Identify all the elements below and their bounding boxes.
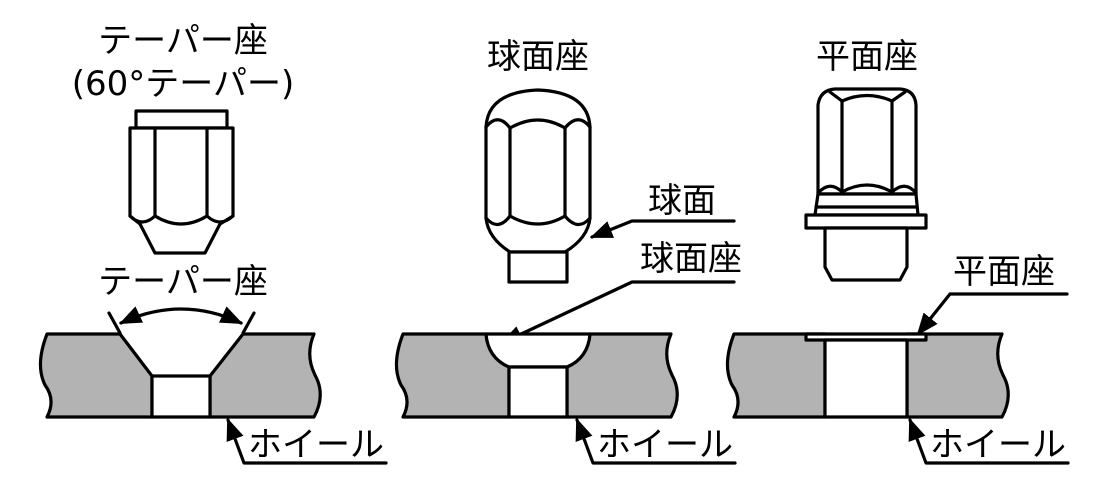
spherical-nut-top-chamfer xyxy=(484,118,592,130)
spherical-title: 球面座 xyxy=(487,37,589,77)
flat-title: 平面座 xyxy=(816,37,918,77)
taper-wheel-section xyxy=(38,332,322,419)
flat-seat-label: 平面座 xyxy=(953,252,1055,292)
flat-nut-bottom-chamfer xyxy=(816,183,918,195)
spherical-wheel-section xyxy=(394,332,679,419)
flat-seat-leader xyxy=(916,292,1069,336)
taper-title-line1: テーパー座 xyxy=(98,21,268,61)
taper-angle-line-left-ext xyxy=(107,311,122,335)
taper-lug-nut xyxy=(128,109,235,255)
panel-flat-seat: 平面座 平面座 ホイール xyxy=(725,37,1070,465)
flat-nut-facets xyxy=(840,99,894,194)
flat-wheel-left xyxy=(725,332,827,419)
spherical-surface-leader xyxy=(589,219,736,239)
spherical-surface-label: 球面 xyxy=(648,181,716,221)
flat-wheel-leader xyxy=(908,417,1070,465)
flat-nut-top-chamfer xyxy=(828,90,907,103)
flat-wheel-section xyxy=(725,332,1010,419)
flat-wheel-label: ホイール xyxy=(930,425,1066,465)
taper-nut-chamfer xyxy=(128,214,235,226)
spherical-nut-bottom-chamfer xyxy=(484,214,592,227)
taper-bolt-hole xyxy=(150,374,212,419)
flat-nut-collar xyxy=(813,192,920,217)
taper-angle-line-right-ext xyxy=(241,311,256,335)
flat-nut-washer-flange xyxy=(804,213,928,230)
flat-bolt-hole xyxy=(823,338,909,419)
panel-taper-seat: テーパー座 (60°テーパー) テーパー座 ホイール xyxy=(38,21,388,465)
spherical-nut-shank xyxy=(507,250,569,284)
spherical-lug-nut xyxy=(484,88,592,284)
spherical-nut-body xyxy=(484,88,592,254)
flat-nut-hex xyxy=(816,87,918,196)
taper-wheel-left xyxy=(38,332,154,419)
taper-wheel-label: ホイール xyxy=(248,425,384,465)
taper-angle-indicator xyxy=(107,306,256,335)
flat-lug-nut xyxy=(804,87,928,282)
taper-seat-label: テーパー座 xyxy=(98,262,268,302)
spherical-bolt-hole xyxy=(507,365,569,419)
taper-nut-cap xyxy=(134,109,229,130)
flat-wheel-right xyxy=(905,332,1010,419)
spherical-wheel-label: ホイール xyxy=(597,425,733,465)
taper-nut-facets xyxy=(153,126,209,218)
spherical-seat-cavity xyxy=(484,332,592,369)
spherical-seat-leader xyxy=(499,280,736,345)
taper-nut-body xyxy=(128,126,235,255)
panel-spherical-seat: 球面座 球面 球面座 ホイール xyxy=(394,37,742,465)
taper-wheel-right xyxy=(208,332,322,419)
taper-wheel-leader xyxy=(226,417,388,465)
spherical-wheel-leader xyxy=(575,417,737,465)
spherical-seat-label: 球面座 xyxy=(640,239,742,279)
flat-nut-shank xyxy=(823,226,909,282)
spherical-nut-facets xyxy=(508,126,567,218)
taper-angle-arc-arrow xyxy=(118,306,244,325)
taper-title-line2: (60°テーパー) xyxy=(72,64,294,104)
